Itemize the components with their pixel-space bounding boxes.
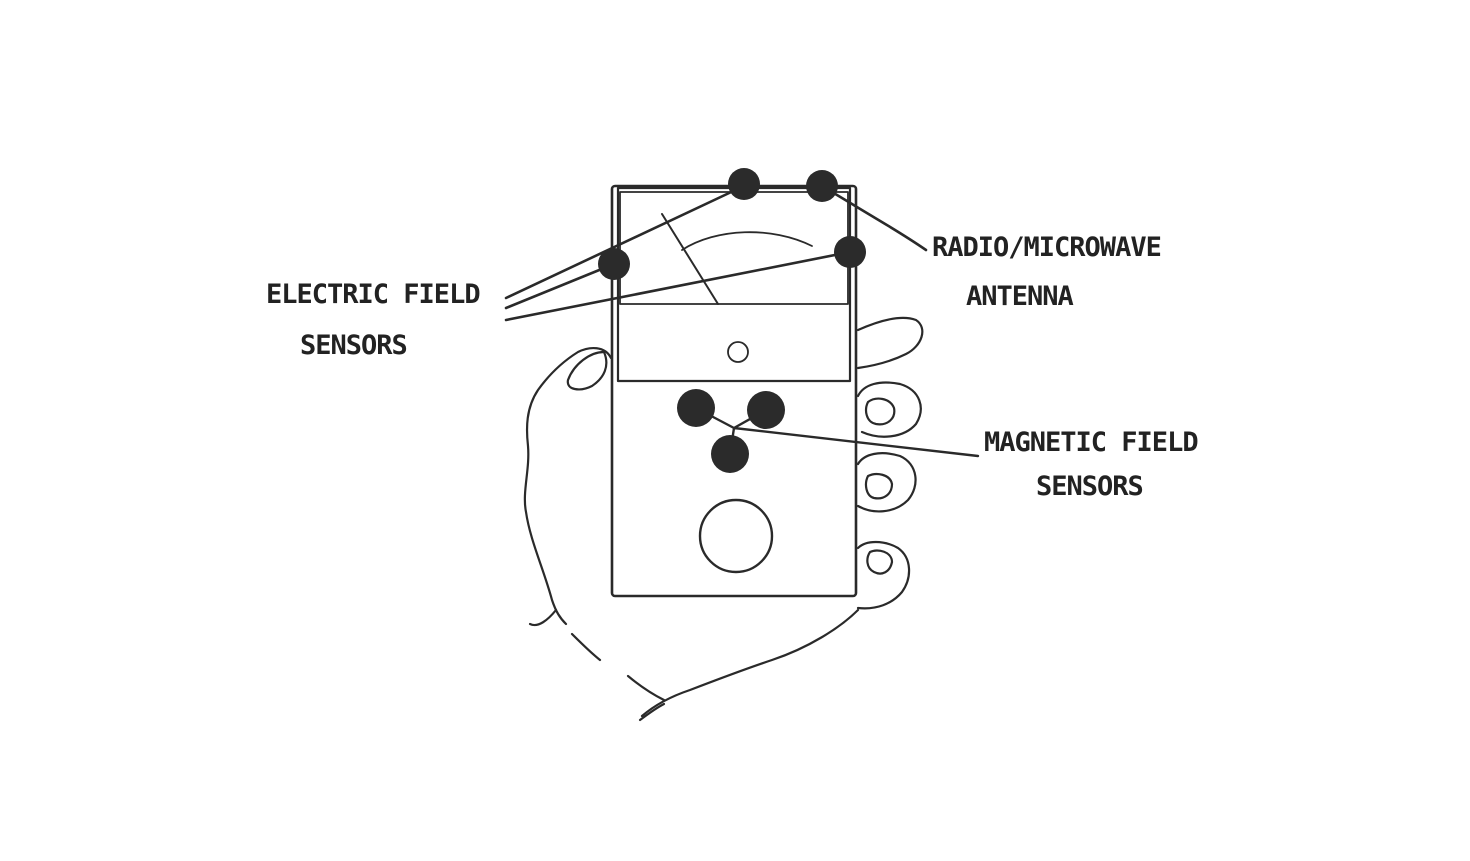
magnetic-sensor-dot-1 <box>677 389 715 427</box>
finger-4-nail <box>866 549 894 575</box>
electric-sensor-dot-right <box>834 236 866 268</box>
thumb-nail <box>566 350 608 391</box>
gauge-needle <box>661 213 719 305</box>
magnetic-sensor-dot-3 <box>711 435 749 473</box>
wrist-line-2 <box>570 632 602 662</box>
hand-finger-2 <box>856 381 922 438</box>
hand-finger-4 <box>856 540 911 610</box>
finger-3-nail <box>864 473 894 500</box>
wrist-line-1 <box>528 608 558 627</box>
hand-finger-1 <box>856 316 924 370</box>
meter-bezel <box>619 191 849 305</box>
gauge-arc <box>681 231 813 251</box>
radio-antenna-dot <box>806 170 838 202</box>
radio-leader <box>820 184 928 252</box>
magnetic-sensors-label: SENSORS <box>1036 471 1144 502</box>
electric-leader-2 <box>504 262 616 310</box>
hand-finger-3 <box>856 452 917 513</box>
zero-adjust-knob <box>727 341 749 363</box>
wrist-line-4 <box>638 702 666 722</box>
electric-leader-3 <box>504 250 852 322</box>
meter-face-panel <box>616 186 852 383</box>
electric-sensors-label: SENSORS <box>300 330 408 361</box>
range-dial <box>698 498 774 574</box>
radio-microwave-label: RADIO/MICROWAVE <box>932 232 1162 263</box>
hand-palm <box>640 608 860 718</box>
magnetic-sensor-dot-2 <box>747 391 785 429</box>
electric-sensor-dot-top <box>728 168 760 200</box>
antenna-label: ANTENNA <box>966 281 1074 312</box>
hand-thumb <box>523 346 613 626</box>
finger-2-nail <box>865 397 896 426</box>
magnetic-field-label: MAGNETIC FIELD <box>984 427 1199 458</box>
electric-sensor-dot-left <box>598 248 630 280</box>
electric-leader-1 <box>504 184 746 300</box>
electric-field-label: ELECTRIC FIELD <box>266 279 481 310</box>
wrist-line-3 <box>626 674 666 702</box>
meter-body <box>610 184 858 598</box>
